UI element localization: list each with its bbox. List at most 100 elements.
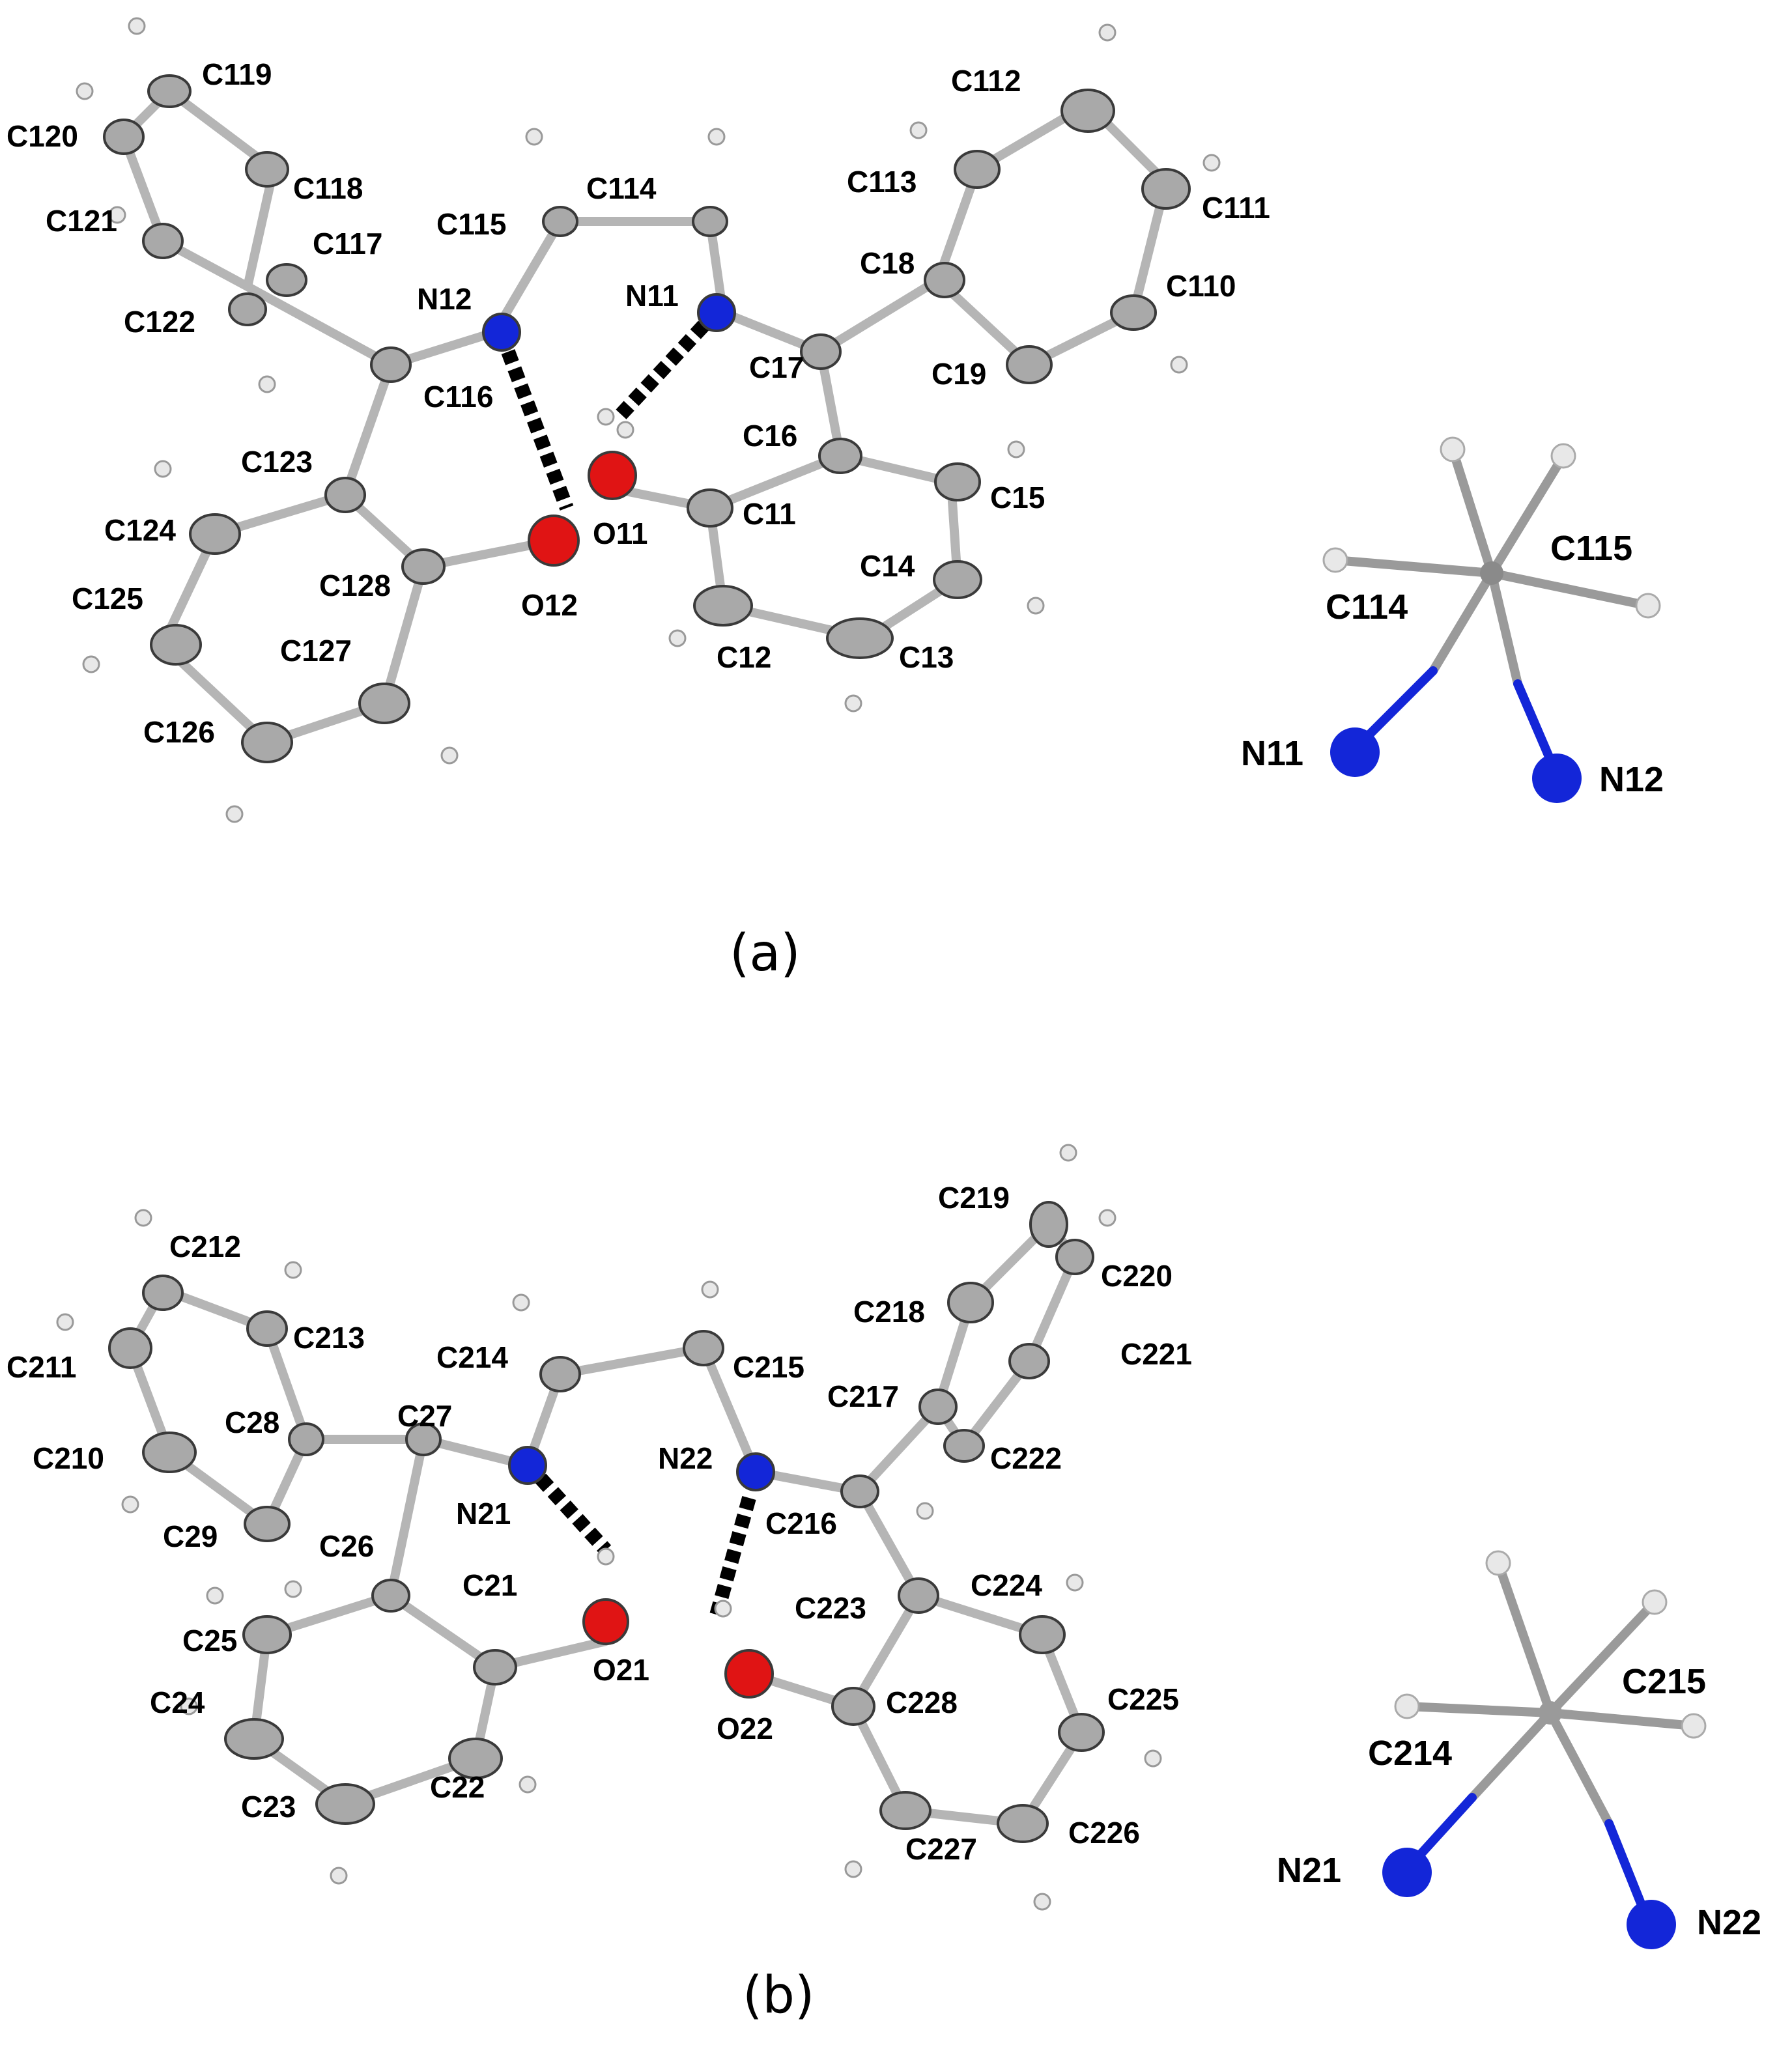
label-a-6: C115 — [436, 207, 506, 241]
label-a-25: C128 — [319, 569, 391, 602]
panel-a-caption: (a) — [730, 924, 801, 983]
label-a-14: N11 — [625, 279, 679, 313]
inset-b-N21 — [1382, 1848, 1432, 1897]
atom-C115 — [542, 206, 578, 237]
label-b-22: C25 — [182, 1624, 237, 1657]
atom-C14 — [933, 560, 982, 599]
atom-C219 — [1029, 1201, 1068, 1248]
panel-b: C219 C212 C220 C218 C213 C211 C221 C214 … — [7, 1144, 1761, 2025]
atom-C212 — [142, 1275, 184, 1311]
label-a-21: C124 — [104, 513, 176, 547]
label-a-7: C114 — [586, 171, 657, 205]
atom-C25 — [242, 1615, 292, 1654]
atom-C15 — [934, 462, 981, 501]
label-a-0: C119 — [202, 57, 272, 91]
label-b-8: C215 — [733, 1350, 804, 1384]
label-a-10: C111 — [1202, 191, 1270, 225]
inset-a-N11 — [1330, 727, 1380, 777]
label-a-4: C117 — [313, 227, 382, 261]
atom-C112 — [1060, 89, 1115, 133]
atom-C27 — [405, 1422, 442, 1456]
label-b-23: C24 — [150, 1685, 205, 1719]
atom-C11 — [687, 488, 733, 528]
atom-C23 — [315, 1783, 375, 1825]
atom-C21 — [473, 1649, 517, 1685]
label-a-8: C112 — [951, 64, 1021, 98]
panel-a-hbonds — [501, 320, 709, 511]
label-b-1: C212 — [169, 1230, 241, 1263]
atom-C226 — [997, 1804, 1049, 1843]
inset-a-label-0: C114 — [1326, 587, 1408, 627]
label-b-10: C210 — [33, 1441, 104, 1475]
label-b-28: C22 — [430, 1770, 485, 1804]
label-b-25: C225 — [1107, 1682, 1179, 1716]
atom-C125 — [150, 624, 202, 666]
label-b-19: C21 — [462, 1568, 517, 1602]
atom-C215 — [683, 1330, 724, 1366]
label-b-26: C228 — [886, 1685, 958, 1719]
label-b-13: N22 — [658, 1441, 713, 1475]
atom-C24 — [224, 1718, 284, 1760]
atom-C213 — [246, 1310, 288, 1347]
label-b-27: O22 — [717, 1712, 773, 1745]
inset-a-label-2: N11 — [1241, 734, 1303, 773]
label-b-7: C214 — [436, 1340, 508, 1374]
inset-b-label-3: N22 — [1697, 1903, 1761, 1942]
atom-C22 — [448, 1738, 503, 1779]
atom-C222 — [943, 1429, 985, 1463]
atom-C128 — [401, 548, 446, 585]
label-a-30: C13 — [899, 640, 954, 674]
label-b-24: O21 — [593, 1653, 649, 1687]
label-a-3: C121 — [46, 204, 117, 238]
atom-C111 — [1141, 168, 1191, 210]
label-a-15: C116 — [423, 380, 493, 414]
atom-N22 — [736, 1452, 775, 1491]
atom-C110 — [1110, 294, 1157, 331]
atom-C119 — [147, 74, 192, 108]
label-b-4: C213 — [293, 1321, 365, 1355]
label-a-17: C19 — [932, 357, 986, 391]
label-b-21: C223 — [795, 1591, 866, 1625]
inset-a-label-3: N12 — [1599, 760, 1664, 799]
atom-C126 — [241, 722, 293, 763]
panel-b-labels: C219 C212 C220 C218 C213 C211 C221 C214 … — [7, 1181, 1192, 1866]
label-b-3: C218 — [853, 1295, 925, 1329]
atom-C127 — [358, 683, 410, 724]
atom-O22 — [724, 1649, 774, 1699]
atom-C218 — [947, 1282, 994, 1323]
atom-C217 — [918, 1389, 958, 1425]
atom-C221 — [1008, 1343, 1050, 1379]
label-b-2: C220 — [1101, 1259, 1173, 1293]
label-a-27: C125 — [72, 582, 143, 615]
atom-C123 — [324, 477, 366, 513]
label-a-12: C110 — [1166, 269, 1236, 303]
label-a-5: C122 — [124, 305, 195, 339]
label-b-11: C28 — [225, 1405, 279, 1439]
panel-a-labels: C119 C120 C118 C121 C117 C122 C115 C114 … — [7, 57, 1270, 749]
label-b-12: C27 — [397, 1399, 452, 1433]
label-a-16: C17 — [749, 350, 804, 384]
atom-C19 — [1006, 345, 1053, 384]
atom-C211 — [108, 1327, 152, 1369]
panel-a-atoms — [76, 17, 1221, 823]
atom-C16 — [818, 438, 862, 474]
atom-C227 — [879, 1791, 932, 1830]
label-b-14: C222 — [990, 1441, 1062, 1475]
atom-N12 — [482, 313, 521, 352]
inset-a-label-1: C115 — [1550, 529, 1632, 568]
atom-C216 — [840, 1474, 879, 1508]
atom-O11 — [588, 451, 637, 500]
label-b-9: C217 — [827, 1379, 899, 1413]
label-a-1: C120 — [7, 119, 78, 153]
atom-C29 — [244, 1506, 291, 1542]
atom-C223 — [898, 1577, 939, 1614]
inset-b-N22 — [1627, 1900, 1676, 1949]
panel-b-hbonds — [535, 1473, 756, 1617]
label-b-16: N21 — [456, 1497, 511, 1530]
label-a-28: C127 — [280, 634, 352, 668]
panel-a: C119 C120 C118 C121 C117 C122 C115 C114 … — [7, 17, 1664, 983]
label-b-6: C221 — [1120, 1337, 1192, 1371]
atom-C117 — [266, 263, 307, 297]
label-a-19: C123 — [241, 445, 313, 479]
label-b-15: C29 — [163, 1519, 218, 1553]
